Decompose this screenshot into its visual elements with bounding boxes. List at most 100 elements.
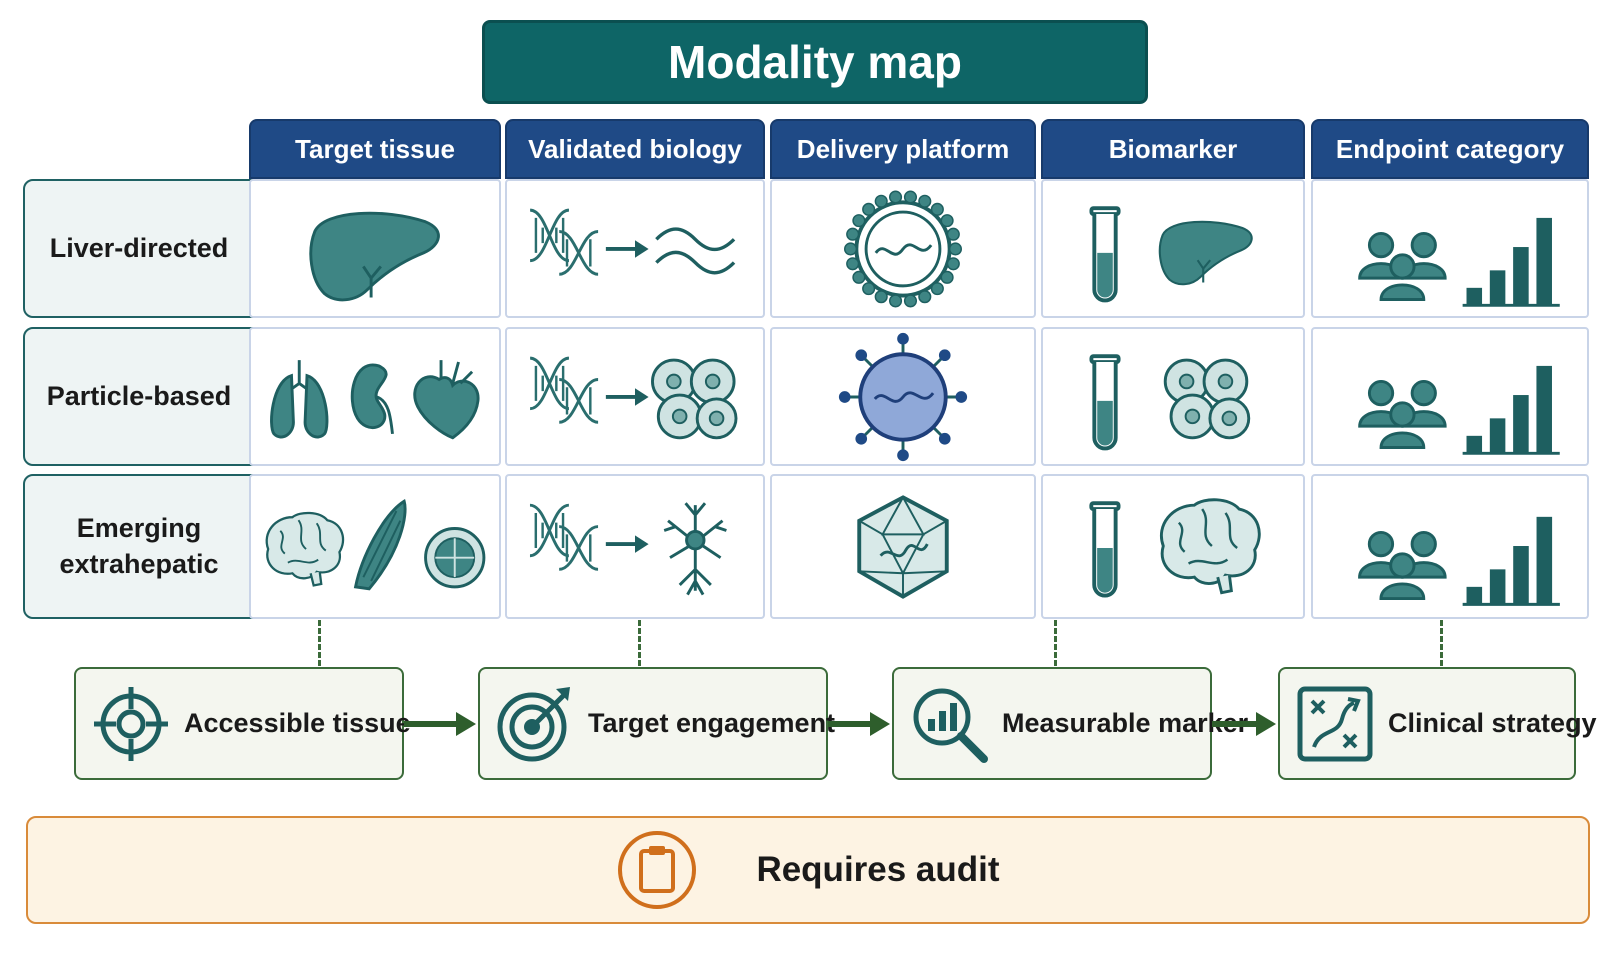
flow-step-label: Clinical strategy [1388,708,1597,738]
cell-particle-biomarker [1041,327,1305,466]
flow-step-accessible-tissue: Accessible tissue [74,667,411,780]
lungs-icon [270,360,329,439]
column-header-target-tissue: Target tissue [249,119,501,179]
cell-liver-endpoint-category [1311,179,1589,318]
people-bar-chart-icon [1358,216,1562,307]
cell-particle-target-tissue [249,327,501,466]
diagram-title-box: Modality map [482,20,1148,104]
cell-liver-validated-biology [505,179,765,318]
strategy-board-icon [1297,686,1373,761]
column-header-endpoint-category: Endpoint category [1311,119,1589,179]
column-header-label: Validated biology [528,133,742,164]
muscle-icon [353,498,407,591]
lipid-dot [846,227,860,241]
cell-emerging-delivery-platform [770,474,1036,619]
cells-icon [651,358,738,440]
lipid-dot [888,190,903,204]
column-header-label: Target tissue [295,133,455,164]
lipid-dot [948,242,963,256]
requires-audit-banner: Requires audit [26,816,1590,924]
clipboard-icon [618,831,697,909]
lipid-dot [946,257,960,271]
flow-arrow-icon [828,712,890,736]
row-label-text: Emerging extrahepatic [59,513,219,579]
test-tube-icon [1089,206,1121,303]
row-label-text: Particle-based [46,380,232,411]
flow-step-label: Target engagement [588,708,836,738]
flow-step-clinical-strategy: Clinical strategy [1278,667,1597,780]
magnifier-chart-icon [913,688,988,763]
viral-vector-icon [838,332,968,462]
column-header-delivery-platform: Delivery platform [770,119,1036,179]
brain-icon [265,511,345,587]
cell-emerging-biomarker [1041,474,1305,619]
arrow-right-icon [603,386,651,408]
cell-particle-delivery-platform [770,327,1036,466]
dna-icon [528,503,600,571]
dashed-connector [318,620,321,666]
lipid-dot [930,282,944,296]
flow-step-measurable-marker: Measurable marker [892,667,1248,780]
column-header-validated-biology: Validated biology [505,119,765,179]
people-bar-chart-icon [1358,364,1562,455]
flow-step-target-engagement: Target engagement [478,667,835,780]
capsid-icon [857,495,949,599]
cell-liver-delivery-platform [770,179,1036,318]
lipid-dot [852,214,866,228]
arrow-right-icon [603,238,651,260]
dna-icon [528,208,600,276]
lipid-dot [843,242,858,256]
cells-icon [1163,358,1251,440]
lipid-dot [846,257,860,271]
cell-emerging-endpoint-category [1311,474,1589,619]
cell-particle-endpoint-category [1311,327,1589,466]
lipid-dot [852,270,866,284]
lipid-dot [940,214,954,228]
lipid-dot [918,290,932,304]
lipid-dot [888,294,903,308]
requires-audit-label: Requires audit [756,850,1000,889]
row-label-emerging-extrahepatic: Emerging extrahepatic [23,474,255,619]
heart-icon [413,360,480,440]
liver-icon [309,211,440,302]
cell-emerging-target-tissue [249,474,501,619]
cell-emerging-validated-biology [505,474,765,619]
lipid-dot [940,270,954,284]
row-label-liver-directed: Liver-directed [23,179,255,318]
lipid-dot [930,202,944,216]
cell-particle-validated-biology [505,327,765,466]
lipid-dot [874,290,888,304]
flow-step-label: Accessible tissue [184,708,411,738]
lipid-dot [862,282,876,296]
column-header-biomarker: Biomarker [1041,119,1305,179]
flow-step-label: Measurable marker [1002,708,1249,738]
kidney-icon [350,363,394,435]
cell-liver-target-tissue [249,179,501,318]
crosshair-icon [94,686,168,761]
lipid-dot [918,194,932,208]
dashed-connector [1054,620,1057,666]
dashed-connector [638,620,641,666]
row-label-particle-based: Particle-based [23,327,255,466]
lipid-dot [903,190,918,204]
bullseye-arrow-icon [497,686,570,761]
lipid-dot [862,202,876,216]
diagram-title: Modality map [668,36,962,88]
lipid-dot [946,227,960,241]
row-label-text: Liver-directed [49,232,229,263]
test-tube-icon [1089,501,1121,598]
liver-icon [1158,220,1253,286]
people-bar-chart-icon [1358,515,1562,606]
flow-arrow-icon [404,712,476,736]
lipid-nanoparticle-icon [843,190,963,308]
test-tube-icon [1089,354,1121,451]
neuron-icon [663,502,727,596]
dna-icon [528,356,600,424]
dashed-connector [1440,620,1443,666]
column-header-label: Biomarker [1108,133,1238,164]
flow-arrow-icon [1212,712,1276,736]
lipid-dot [903,294,918,308]
cell-liver-biomarker [1041,179,1305,318]
column-header-label: Delivery platform [796,133,1010,164]
rna-wave-icon [655,227,736,275]
